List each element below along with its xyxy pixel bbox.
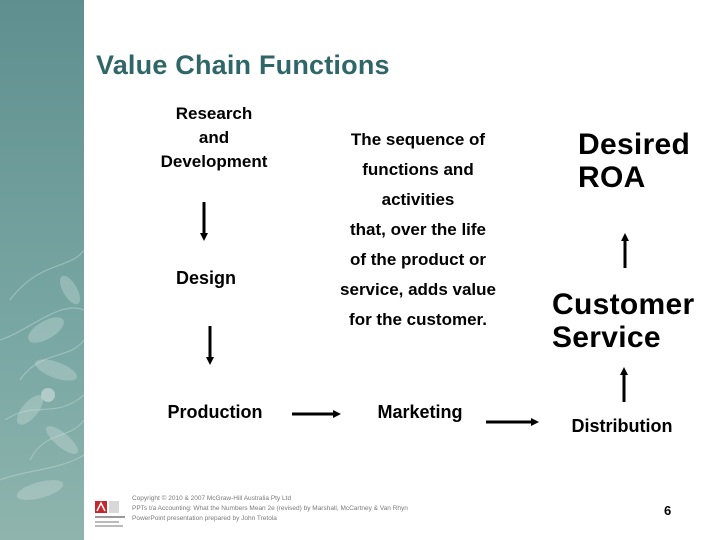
description-line: of the product or <box>350 250 486 269</box>
research-label-line: Research <box>175 104 253 123</box>
description-line: functions and <box>362 160 474 179</box>
customer-label-line: Customer <box>552 288 695 321</box>
page-number: 6 <box>664 503 672 518</box>
production-label: Production <box>167 402 263 422</box>
description-line: service, adds value <box>340 280 496 299</box>
description-line: The sequence of <box>350 130 486 149</box>
roa-label-line: ROA <box>578 161 646 194</box>
distribution-label: Distribution <box>571 416 673 436</box>
research-and-development-label: Research and Development <box>140 102 288 174</box>
description-line: that, over the life <box>349 220 487 239</box>
slide-title: Value Chain Functions <box>96 50 390 80</box>
decorative-left-band <box>0 0 84 540</box>
mcgraw-hill-logo-icon <box>95 501 125 527</box>
copyright-line: PowerPoint presentation prepared by John… <box>132 515 277 522</box>
flower-decoration-icon <box>0 249 84 500</box>
copyright-line: Copyright © 2010 & 2007 McGraw-Hill Aust… <box>132 495 292 502</box>
copyright-footer: Copyright © 2010 & 2007 McGraw-Hill Aust… <box>132 494 532 524</box>
marketing-label: Marketing <box>377 402 463 422</box>
value-chain-description: The sequence of functions and activities… <box>318 125 518 335</box>
description-line: activities <box>381 190 455 209</box>
development-label-line: Development <box>160 152 268 171</box>
desired-label-line: Desired <box>578 128 691 161</box>
desired-roa-label: Desired ROA <box>578 128 698 194</box>
service-label-line: Service <box>552 321 661 354</box>
copyright-line: PPTs t/a Accounting: What the Numbers Me… <box>132 505 408 512</box>
design-label: Design <box>175 268 236 288</box>
customer-service-label: Customer Service <box>552 288 712 354</box>
and-label-line: and <box>198 128 230 147</box>
description-line: for the customer. <box>349 310 487 329</box>
